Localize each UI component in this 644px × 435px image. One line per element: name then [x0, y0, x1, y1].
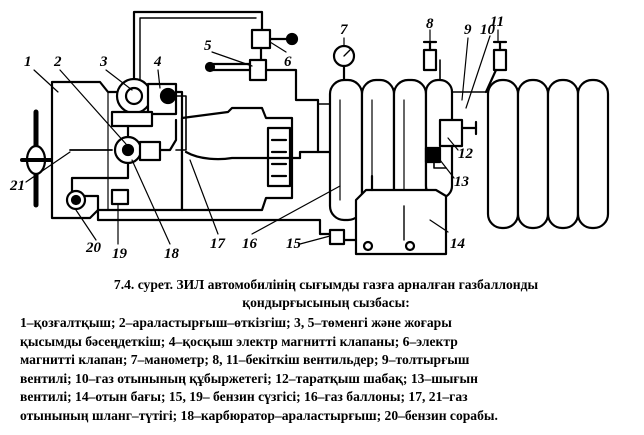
manometer-drawing [332, 44, 356, 82]
solenoid-valve-6-drawing [250, 28, 299, 62]
callout-5: 5 [204, 38, 212, 54]
callout-10: 10 [480, 22, 496, 38]
gas-cylinders-group-b [486, 78, 610, 230]
figure-caption: 7.4. сурет. ЗИЛ автомобилінің сығымды га… [20, 276, 632, 426]
fan-drawing [20, 109, 54, 208]
callout-20: 20 [85, 240, 102, 256]
callout-9: 9 [464, 22, 472, 38]
leader-lines [25, 29, 499, 245]
gas-pipe-top [132, 10, 264, 81]
caption-legend: 1–қозғалтқыш; 2–араластырғыш–өткізгіш; 3… [20, 314, 632, 426]
callout-3: 3 [99, 54, 108, 70]
callout-21: 21 [9, 178, 25, 194]
low-pressure-reducer-drawing [110, 77, 178, 128]
callout-8: 8 [426, 16, 434, 32]
callout-labels: 1 2 3 4 5 6 7 8 9 10 11 12 13 14 15 16 1… [9, 14, 504, 262]
shutoff-valve-8-drawing [422, 40, 438, 72]
filling-valve-drawing [424, 118, 478, 169]
callout-18: 18 [164, 246, 180, 262]
shutoff-valve-11-drawing [484, 40, 508, 94]
caption-title: 7.4. сурет. ЗИЛ автомобилінің сығымды га… [20, 276, 632, 312]
callout-16: 16 [242, 236, 258, 252]
callout-4: 4 [153, 54, 162, 70]
hose-17-drawing [184, 150, 302, 161]
callout-1: 1 [24, 54, 32, 70]
callout-11: 11 [490, 14, 504, 30]
callout-6: 6 [284, 54, 292, 70]
legend-line-1: 1–қозғалтқыш; 2–араластырғыш–өткізгіш; 3… [20, 315, 452, 330]
legend-line-2: қысымды бәсеңдеткіш; 4–қосқыш электр маг… [20, 333, 458, 349]
legend-line-4: вентилі; 10–газ отынының құбыржетегі; 12… [20, 370, 478, 386]
caption-title-line-2: қондырғысының сызбасы: [242, 295, 410, 310]
high-pressure-reducer-drawing [204, 58, 320, 102]
callout-12: 12 [458, 146, 474, 162]
carburetor-mixer-drawing [113, 124, 162, 165]
callout-2: 2 [53, 54, 62, 70]
callout-7: 7 [340, 22, 348, 38]
fuel-tank-drawing [354, 174, 448, 256]
callout-13: 13 [454, 174, 470, 190]
callout-17: 17 [210, 236, 226, 252]
schematic-figure: 1 2 3 4 5 6 7 8 9 10 11 12 13 14 15 16 1… [9, 10, 610, 262]
callout-19: 19 [112, 246, 128, 262]
gas-pipe-top-inner [139, 17, 257, 80]
callout-14: 14 [450, 236, 466, 252]
legend-line-3: магнитті клапан; 7–манометр; 8, 11–бекіт… [20, 352, 470, 368]
legend-line-6: отынының шланг–түтігі; 18–карбюратор–ара… [20, 407, 498, 423]
legend-line-5: вентилі; 14–отын бағы; 15, 19– бензин сү… [20, 389, 468, 405]
callout-15: 15 [286, 236, 302, 252]
petrol-line-drawing [65, 161, 358, 246]
caption-title-line-1: 7.4. сурет. ЗИЛ автомобилінің сығымды га… [113, 277, 539, 292]
